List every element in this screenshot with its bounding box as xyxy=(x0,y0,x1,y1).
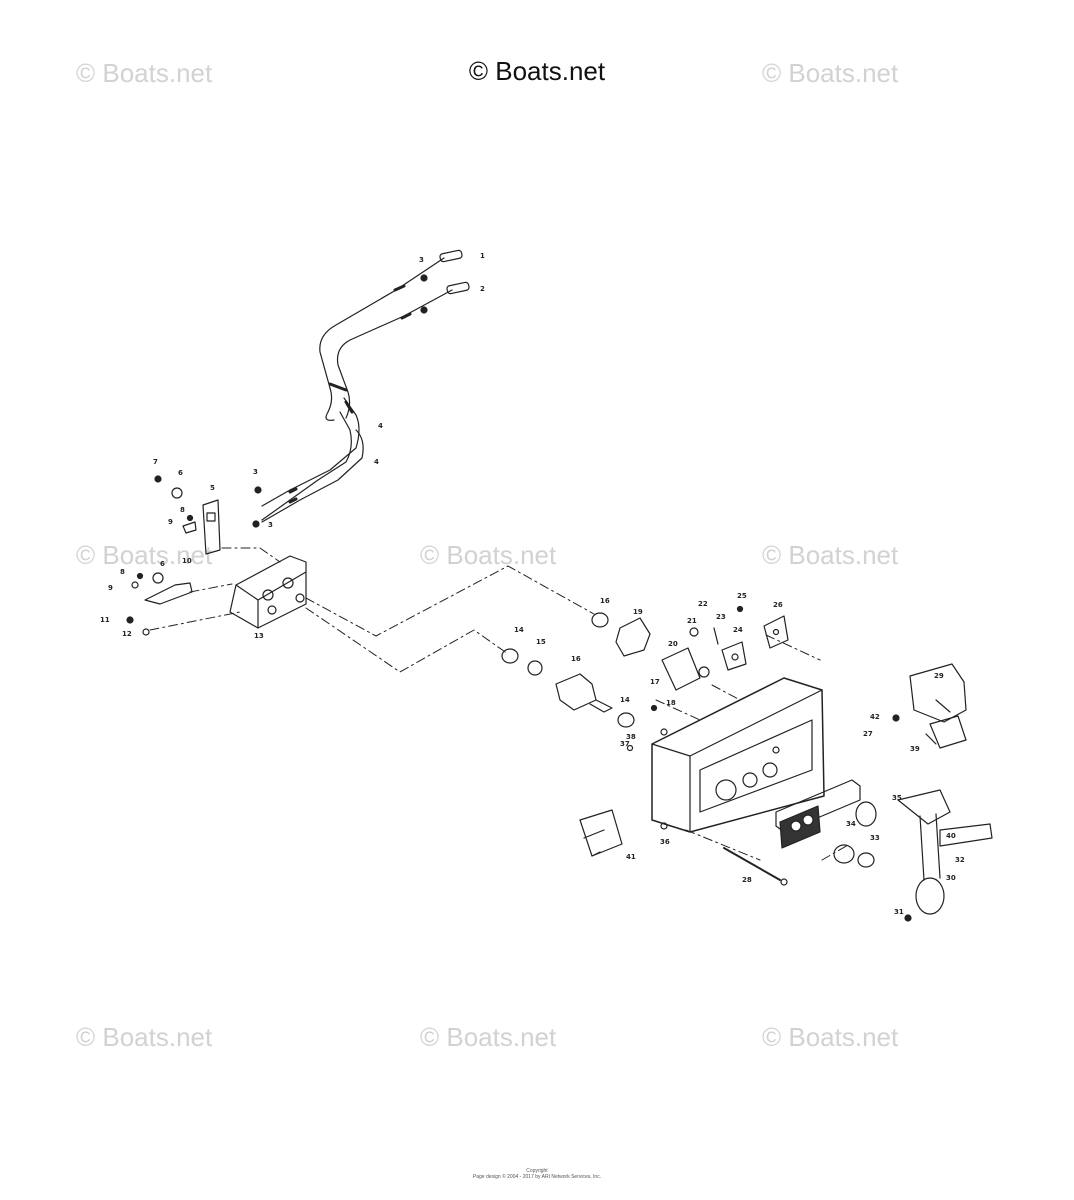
callout: 30 xyxy=(946,874,956,882)
callout: 26 xyxy=(773,601,783,609)
callout: 16 xyxy=(571,655,581,663)
callout: 8 xyxy=(120,568,125,576)
callout: 29 xyxy=(934,672,944,680)
callout: 42 xyxy=(870,713,880,721)
callout: 32 xyxy=(955,856,965,864)
callout: 38 xyxy=(626,733,636,741)
control-box-housing xyxy=(651,677,825,833)
callout: 17 xyxy=(650,678,660,686)
boats-net-header: © Boats.net xyxy=(468,56,606,86)
callout: 6 xyxy=(160,560,165,568)
dotted-divider xyxy=(0,1193,1074,1195)
callout: 1 xyxy=(480,252,485,260)
mounting-plate xyxy=(229,555,307,629)
callout-labels: 1 2 3 3 3 4 4 7 6 5 8 9 6 8 9 10 11 12 1… xyxy=(100,252,965,916)
callout: 6 xyxy=(178,469,183,477)
callout: 3 xyxy=(268,521,273,529)
callout: 36 xyxy=(660,838,670,846)
callout: 9 xyxy=(108,584,113,592)
callout: 9 xyxy=(168,518,173,526)
callout: 34 xyxy=(846,820,856,828)
callout: 41 xyxy=(626,853,636,861)
callout: 14 xyxy=(514,626,524,634)
callout: 19 xyxy=(633,608,643,616)
callout: 3 xyxy=(419,256,424,264)
left-bracket-assembly xyxy=(126,475,221,636)
callout: 25 xyxy=(737,592,747,600)
bottom-parts xyxy=(579,809,788,886)
callout: 11 xyxy=(100,616,110,624)
callout: 4 xyxy=(374,458,379,466)
callout: 35 xyxy=(892,794,902,802)
callout: 10 xyxy=(182,557,192,565)
callout: 14 xyxy=(620,696,630,704)
callout: 20 xyxy=(668,640,678,648)
callout: 7 xyxy=(153,458,158,466)
callout: 15 xyxy=(536,638,546,646)
page-design-line: Page design © 2004 - 2017 by ARI Network… xyxy=(472,1174,602,1180)
copyright-footer: Copyright Page design © 2004 - 2017 by A… xyxy=(0,1168,1074,1180)
control-cables xyxy=(261,257,453,523)
callout: 24 xyxy=(733,626,743,634)
callout: 27 xyxy=(863,730,873,738)
face-plate xyxy=(775,779,877,849)
callout: 5 xyxy=(210,484,215,492)
callout: 28 xyxy=(742,876,752,884)
shift-shaft-components xyxy=(501,605,789,752)
callout: 33 xyxy=(870,834,880,842)
callout: 39 xyxy=(910,745,920,753)
callout: 22 xyxy=(698,600,708,608)
callout: 16 xyxy=(600,597,610,605)
callout: 2 xyxy=(480,285,485,293)
callout: 40 xyxy=(946,832,956,840)
callout: 8 xyxy=(180,506,185,514)
callout: 4 xyxy=(378,422,383,430)
callout: 18 xyxy=(666,699,676,707)
callout: 23 xyxy=(716,613,726,621)
callout: 37 xyxy=(620,740,630,748)
control-handle xyxy=(833,663,993,922)
dashed-leader-lines xyxy=(149,547,849,861)
callout: 31 xyxy=(894,908,904,916)
copyright-line: Copyright xyxy=(526,1168,548,1174)
callout: 3 xyxy=(253,468,258,476)
callout: 12 xyxy=(122,630,132,638)
cable-end-fittings xyxy=(252,249,470,528)
callout: 13 xyxy=(254,632,264,640)
callout: 21 xyxy=(687,617,697,625)
